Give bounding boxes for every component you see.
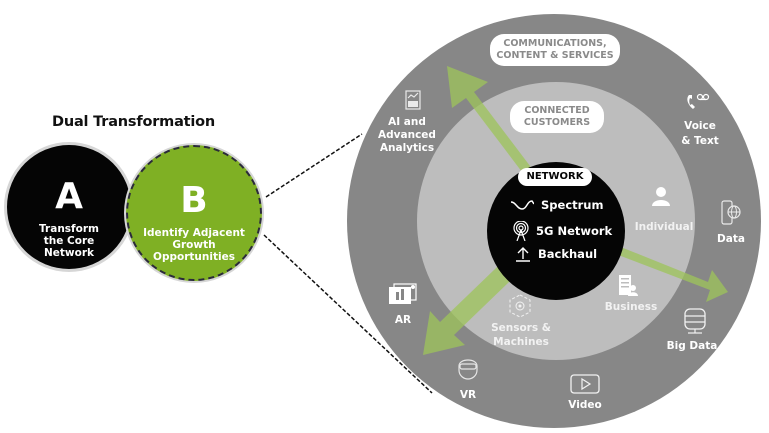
circle-a-transform-core: A Transform the Core Network — [7, 145, 131, 269]
video-play-icon — [570, 374, 600, 394]
individual-label: Individual — [634, 221, 694, 233]
network-item-spectrum: Spectrum — [510, 198, 603, 212]
sensors-machines-icon — [509, 294, 531, 318]
network-core — [487, 162, 625, 300]
spectrum-label: Spectrum — [541, 198, 604, 212]
backhaul-upload-icon — [516, 247, 530, 262]
letter-a: A — [55, 176, 83, 217]
backhaul-label: Backhaul — [538, 247, 598, 261]
inner-pill-line-2: CUSTOMERS — [523, 117, 591, 128]
ai-label-line-2: Advanced — [378, 129, 436, 141]
connector-line-bottom — [263, 234, 433, 394]
ar-label: AR — [394, 314, 412, 326]
big-data-database-icon — [684, 308, 706, 334]
circle-b-label-line-2: Growth — [172, 239, 216, 251]
circle-a-label-line-1: Transform — [39, 223, 99, 235]
5g-antenna-icon — [513, 221, 529, 241]
ai-label-line-3: Analytics — [379, 142, 435, 154]
outer-pill-line-1: COMMUNICATIONS, — [503, 38, 607, 49]
circle-b-label-line-1: Identify Adjacent — [143, 227, 245, 239]
ai-analytics-chart-icon — [405, 90, 421, 110]
voice-label-line-1: Voice — [684, 120, 716, 132]
connector-line-top — [265, 133, 363, 198]
inner-pill-line-1: CONNECTED — [524, 105, 590, 116]
data-label: Data — [717, 233, 745, 245]
spectrum-wave-icon — [510, 200, 534, 210]
communications-content-services-pill: COMMUNICATIONS, CONTENT & SERVICES — [490, 34, 620, 66]
big-data-label: Big Data — [666, 340, 718, 352]
voice-label-line-2: & Text — [681, 135, 719, 147]
business-building-icon — [619, 275, 638, 296]
circle-b-label-line-3: Opportunities — [153, 251, 235, 263]
outer-pill-line-2: CONTENT & SERVICES — [496, 50, 614, 61]
ai-label-line-1: AI and — [388, 116, 426, 128]
vr-label: VR — [459, 389, 477, 401]
circle-a-label-line-2: the Core — [43, 235, 95, 247]
letter-b: B — [180, 180, 208, 221]
network-item-5g: 5G Network — [513, 221, 612, 241]
voice-text-phone-icon — [687, 93, 710, 109]
dual-transformation-title: Dual Transformation — [52, 114, 216, 130]
5g-network-label: 5G Network — [536, 224, 613, 238]
network-pill: NETWORK — [518, 168, 592, 186]
vr-headset-icon — [458, 359, 478, 380]
connected-customers-pill: CONNECTED CUSTOMERS — [510, 101, 604, 133]
circle-b-adjacent-growth: B Identify Adjacent Growth Opportunities — [126, 145, 262, 281]
business-label: Business — [604, 301, 658, 313]
circle-a-label-line-3: Network — [43, 247, 94, 259]
network-item-backhaul: Backhaul — [515, 246, 597, 262]
individual-person-icon — [652, 187, 670, 206]
data-phone-globe-icon — [721, 200, 741, 225]
sensors-label-line-1: Sensors & — [491, 322, 551, 334]
arrow-down-right — [592, 237, 728, 302]
sensors-label-line-2: Machines — [493, 336, 549, 348]
ar-screen-icon — [389, 283, 417, 304]
video-label: Video — [568, 399, 602, 411]
